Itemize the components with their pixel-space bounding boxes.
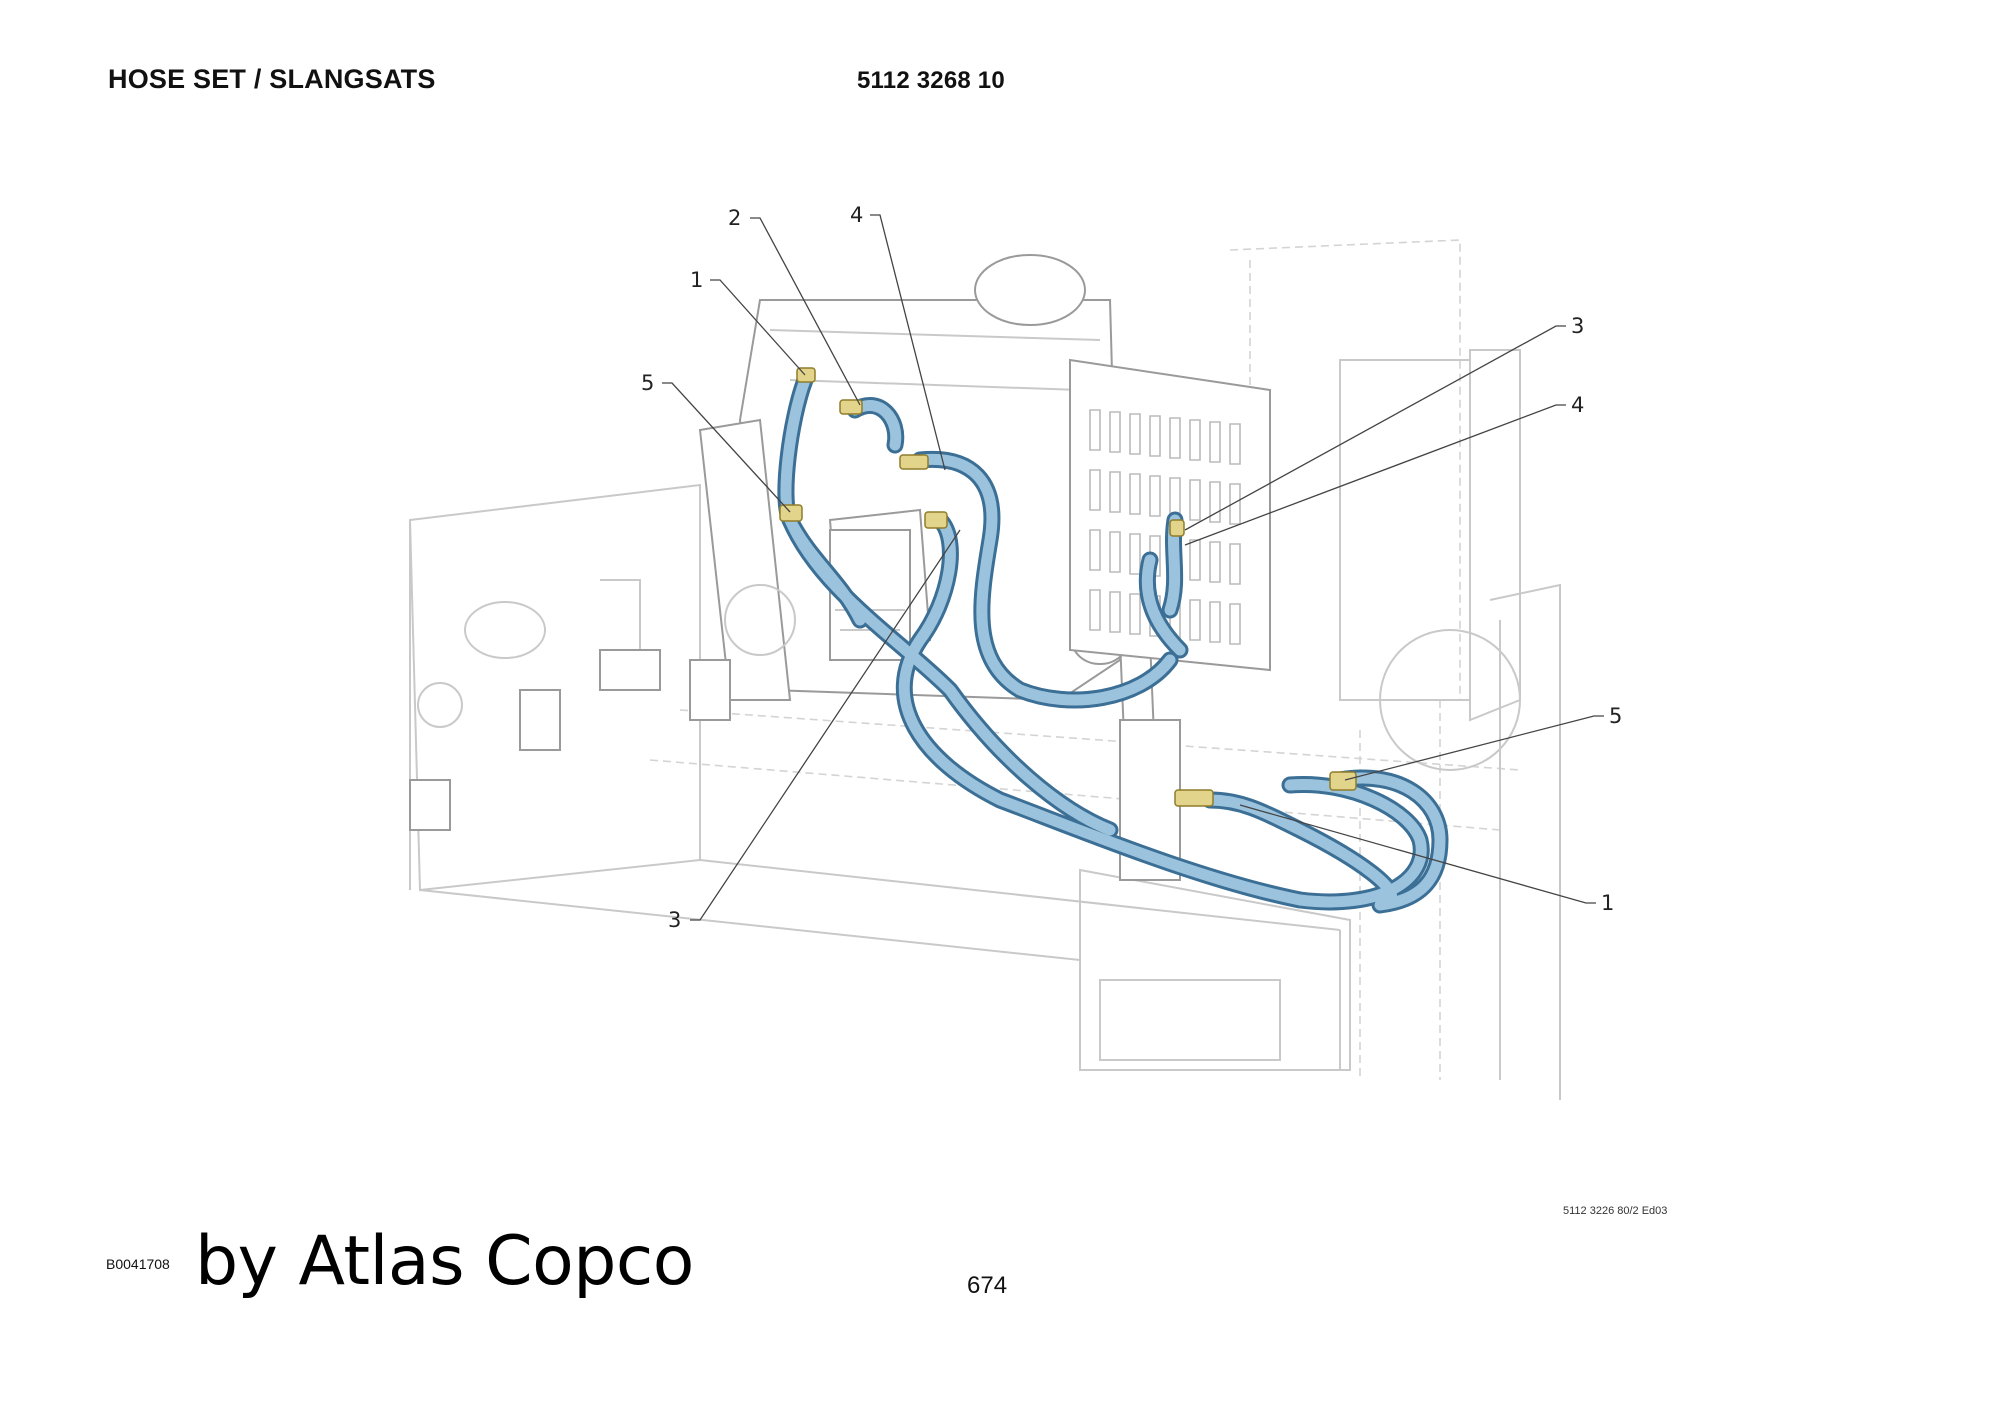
callout-leaders [662,214,1604,921]
page-title: HOSE SET / SLANGSATS [108,64,436,94]
image-code: B0041708 [106,1256,170,1272]
hose-fittings [779,367,1357,807]
callout-5-left: 5 [641,371,654,395]
callout-2-top: 2 [728,206,741,230]
chassis-outline [408,239,1561,1100]
callout-4-top: 4 [850,203,863,227]
credit-text: by Atlas Copco [195,1222,694,1301]
callout-1-left: 1 [690,268,703,292]
callout-3-right: 3 [1571,314,1584,338]
callout-5-right: 5 [1609,704,1622,728]
callout-3-bottom: 3 [668,908,681,932]
drawing-reference: 5112 3226 80/2 Ed03 [1563,1205,1668,1217]
page-number: 674 [967,1272,1008,1299]
callout-1-right: 1 [1601,891,1614,915]
fuel-hoses [777,371,1449,914]
engine-block [409,254,1181,881]
callout-4-right: 4 [1571,393,1584,417]
callout-numbers: 2 4 1 5 3 4 5 1 3 [641,203,1622,932]
part-number: 5112 3268 10 [857,67,1005,94]
